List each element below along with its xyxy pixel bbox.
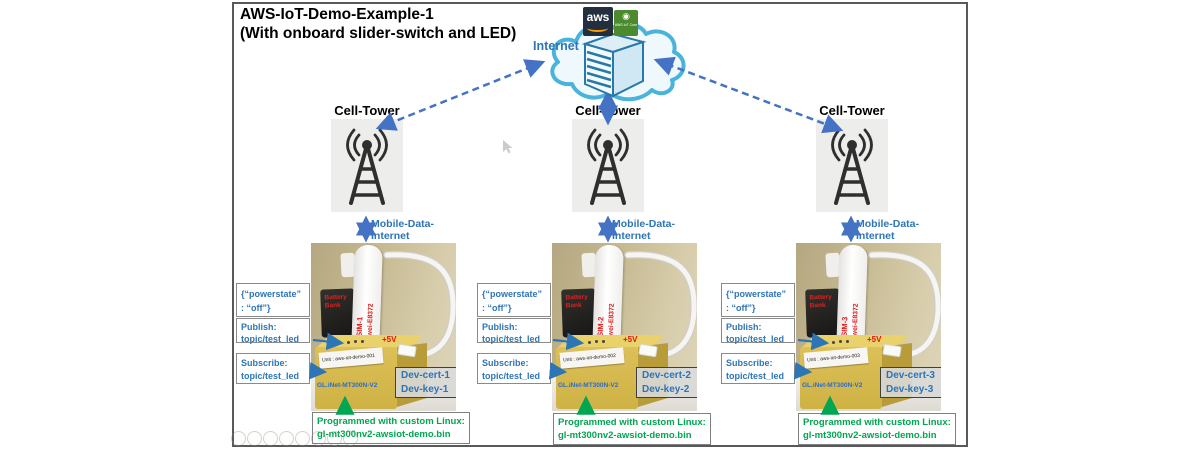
watermark-circle-icon [311, 431, 326, 446]
led-indicator [839, 340, 842, 343]
power-5v-label: +5V [382, 335, 397, 344]
aws-iot-core-logo: ◉ AWS IoT Core [614, 10, 638, 36]
dev-credentials-3: Dev-cert-3 Dev-key-3 [880, 367, 941, 398]
cell-tower-icon [587, 128, 629, 205]
powerstate-line1: {“powerstate” [482, 289, 543, 299]
led-indicator [588, 341, 591, 344]
led-indicator [595, 340, 598, 343]
usb-cable [868, 251, 941, 360]
subscribe-line2: topic/test_led [241, 370, 300, 381]
publish-line1: Publish: [241, 322, 277, 332]
publish-line1: Publish: [726, 322, 762, 332]
dev-key-label: Dev-key-2 [642, 384, 690, 395]
power-5v-label: +5V [623, 335, 638, 344]
subscribe-note-3: Subscribe: topic/test_led [721, 353, 795, 384]
firmware-line2: gl-mt300nv2-awsiot-demo.bin [317, 429, 451, 440]
publish-note-1: Publish: topic/test_led [236, 318, 310, 344]
led-indicator [354, 340, 357, 343]
led-indicator [832, 341, 835, 344]
publish-note-3: Publish: topic/test_led [721, 318, 795, 344]
aws-logo-text: aws [586, 10, 610, 24]
mobile-data-internet-label-1: Mobile-Data-Internet [371, 218, 434, 242]
powerstate-line2: : “off”} [241, 303, 271, 313]
dev-credentials-1: Dev-cert-1 Dev-key-1 [395, 367, 456, 398]
device-photo-1: Battery Bank SIM-1 Huawei-E8372 +5V Unit… [311, 243, 456, 411]
usb-cable [624, 251, 697, 360]
cell-tower-icon [831, 128, 873, 205]
aws-smile-icon [587, 24, 608, 32]
dev-key-label: Dev-key-3 [886, 384, 934, 395]
firmware-line2: gl-mt300nv2-awsiot-demo.bin [558, 430, 692, 441]
publish-line1: Publish: [482, 322, 518, 332]
powerstate-line2: : “off”} [482, 303, 512, 313]
subscribe-line1: Subscribe: [241, 358, 288, 368]
powerstate-line2: : “off”} [726, 303, 756, 313]
firmware-line1: Programmed with custom Linux: [317, 416, 465, 427]
publish-line2: topic/test_led [726, 333, 785, 344]
router-model-label: GL.iNet-MT300N-V2 [802, 382, 863, 389]
cell-tower-1 [331, 119, 403, 212]
subscribe-line2: topic/test_led [482, 370, 541, 381]
watermark-circle-icon [327, 431, 342, 446]
iot-core-icon: ◉ [622, 11, 630, 21]
cell-tower-icon [346, 128, 388, 205]
device-group-3: Cell-Tower Mobile-Data-Internet {“powers… [721, 0, 957, 450]
firmware-note-3: Programmed with custom Linux: gl-mt300nv… [798, 413, 956, 445]
device-photo-3: Battery Bank SIM-3 Huawei-E8372 +5V Unit… [796, 243, 941, 411]
cell-tower-3-label: Cell-Tower [819, 103, 885, 118]
powerstate-line1: {“powerstate” [241, 289, 302, 299]
power-5v-label: +5V [867, 335, 882, 344]
firmware-line2: gl-mt300nv2-awsiot-demo.bin [803, 430, 937, 441]
usb-cable [383, 251, 456, 360]
internet-label: Internet [533, 39, 579, 53]
powerstate-note-1: {“powerstate” : “off”} [236, 283, 310, 317]
device-photo-2: Battery Bank SIM-2 Huawei-E8372 +5V Unit… [552, 243, 697, 411]
subscribe-line2: topic/test_led [726, 370, 785, 381]
led-indicator [846, 340, 849, 343]
dev-key-label: Dev-key-1 [401, 384, 449, 395]
watermark-circle-icon [263, 431, 278, 446]
device-group-1: Cell-Tower Mobile-Data-Internet {“powers… [236, 0, 472, 450]
firmware-note-2: Programmed with custom Linux: gl-mt300nv… [553, 413, 711, 445]
firmware-line1: Programmed with custom Linux: [558, 417, 706, 428]
subscribe-line1: Subscribe: [726, 358, 773, 368]
powerstate-line1: {“powerstate” [726, 289, 787, 299]
led-indicator [602, 340, 605, 343]
subscribe-note-2: Subscribe: topic/test_led [477, 353, 551, 384]
led-indicator [361, 340, 364, 343]
router-model-label: GL.iNet-MT300N-V2 [558, 382, 619, 389]
subscribe-line1: Subscribe: [482, 358, 529, 368]
publish-line2: topic/test_led [482, 333, 541, 344]
watermark-circle-icon [247, 431, 262, 446]
firmware-line1: Programmed with custom Linux: [803, 417, 951, 428]
diagram-title: AWS-IoT-Demo-Example-1 (With onboard sli… [240, 5, 516, 43]
watermark-circle-icon [343, 431, 358, 446]
aws-logo: aws [583, 7, 613, 36]
dev-cert-label: Dev-cert-2 [642, 370, 691, 381]
mobile-data-internet-label-2: Mobile-Data-Internet [612, 218, 675, 242]
watermark-icons [231, 431, 358, 446]
cell-tower-3 [816, 119, 888, 212]
powerstate-note-2: {“powerstate” : “off”} [477, 283, 551, 317]
led-indicator [347, 341, 350, 344]
router-model-label: GL.iNet-MT300N-V2 [317, 382, 378, 389]
title-line-2: (With onboard slider-switch and LED) [240, 25, 517, 42]
cell-tower-1-label: Cell-Tower [334, 103, 400, 118]
watermark-circle-icon [295, 431, 310, 446]
publish-note-2: Publish: topic/test_led [477, 318, 551, 344]
powerstate-note-3: {“powerstate” : “off”} [721, 283, 795, 317]
dev-cert-label: Dev-cert-3 [886, 370, 935, 381]
watermark-circle-icon [279, 431, 294, 446]
title-line-1: AWS-IoT-Demo-Example-1 [240, 6, 434, 23]
dev-cert-label: Dev-cert-1 [401, 370, 450, 381]
publish-line2: topic/test_led [241, 333, 300, 344]
cell-tower-2-label: Cell-Tower [575, 103, 641, 118]
iot-core-label: AWS IoT Core [614, 23, 638, 27]
subscribe-note-1: Subscribe: topic/test_led [236, 353, 310, 384]
device-group-2: Cell-Tower Mobile-Data-Internet {“powers… [477, 0, 713, 450]
dev-credentials-2: Dev-cert-2 Dev-key-2 [636, 367, 697, 398]
watermark-circle-icon [231, 431, 246, 446]
cell-tower-2 [572, 119, 644, 212]
mobile-data-internet-label-3: Mobile-Data-Internet [856, 218, 919, 242]
